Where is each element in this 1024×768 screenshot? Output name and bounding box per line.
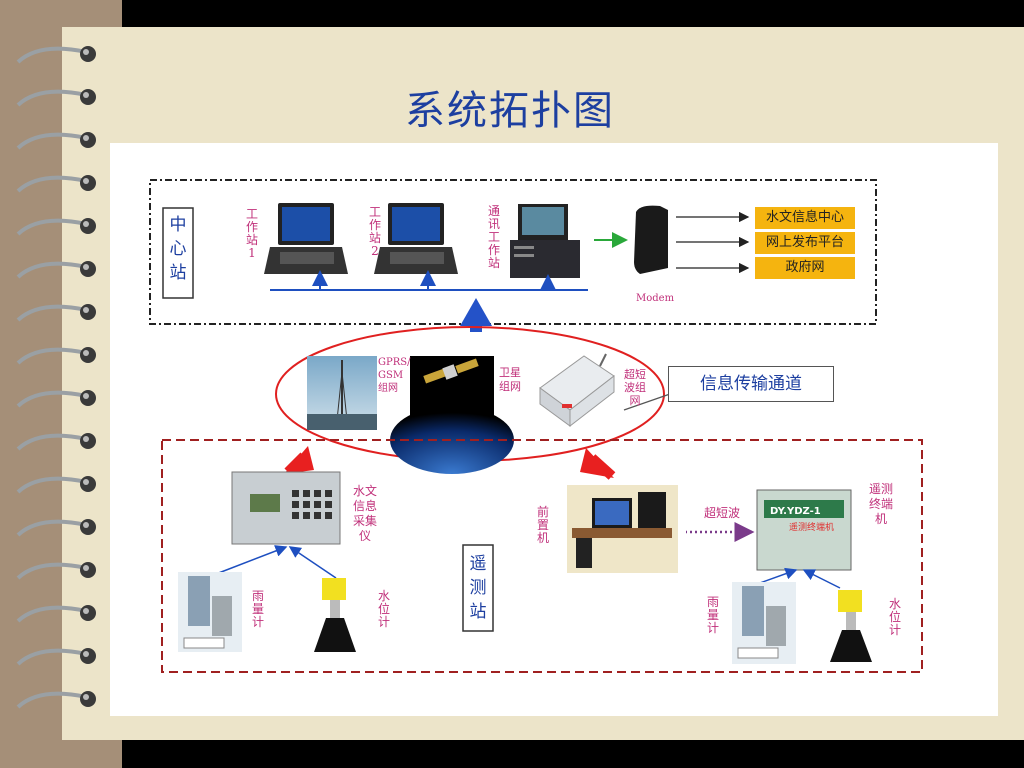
gprs-label: GPRS/GSM组网 (378, 357, 411, 394)
rain-gauge-label-right: 雨量计 (706, 595, 719, 635)
destination-hydro-center: 水文信息中心 (755, 207, 855, 229)
center-station-label: 中心站 (169, 215, 187, 283)
server-icon (510, 204, 580, 278)
frontend-computer-image (567, 485, 678, 573)
terminal-model: DY.YDZ-1 (770, 506, 821, 517)
satellite-image (390, 356, 514, 474)
comm-workstation-label: 通讯工作站 (487, 204, 500, 270)
workstation1-label: 工作站1 (245, 207, 258, 260)
remote-station-border (161, 439, 923, 673)
data-collector-device (231, 471, 341, 545)
terminal-label: 遥测终端机 (868, 482, 893, 526)
water-gauge-label-left: 水位计 (377, 589, 390, 629)
water-level-gauge-image (830, 590, 872, 662)
center-station-label-box (162, 207, 194, 299)
workstation2-label: 工作站2 (368, 205, 381, 258)
frontend-label: 前置机 (536, 505, 549, 545)
spiral-ring-icon (16, 46, 96, 709)
water-gauge-label-right: 水位计 (888, 597, 901, 637)
gprs-tower-image (307, 356, 377, 431)
collector-label: 水文信息采集仪 (352, 484, 377, 543)
satellite-label: 卫星组网 (499, 366, 521, 393)
destination-government-net: 政府网 (755, 257, 855, 279)
shortwave-link-label: 超短波 (704, 506, 741, 520)
water-level-gauge-image (314, 578, 356, 652)
terminal-plate-label: 遥测终端机 (789, 523, 835, 533)
telemetry-terminal-device (756, 489, 852, 571)
laptop-icon (374, 203, 458, 274)
uplink-arrow (460, 298, 492, 326)
modem-label: Modem (636, 293, 675, 304)
remote-station-label: 遥测站 (469, 554, 487, 622)
laptop-icon (264, 203, 348, 274)
rain-gauge-image (732, 582, 796, 664)
transmission-channel-callout: 信息传输通道 (668, 366, 834, 402)
center-station-border (149, 179, 877, 325)
destination-web-platform: 网上发布平台 (755, 232, 855, 254)
modem-icon (634, 205, 668, 274)
rain-gauge-label-left: 雨量计 (251, 589, 264, 629)
remote-station-label-box (462, 544, 494, 632)
shortwave-label: 超短波组网 (624, 368, 646, 407)
callout-pointer (623, 393, 671, 411)
slide-title: 系统拓扑图 (405, 88, 615, 134)
shortwave-radio-image (539, 353, 615, 428)
rain-gauge-image (178, 572, 242, 652)
